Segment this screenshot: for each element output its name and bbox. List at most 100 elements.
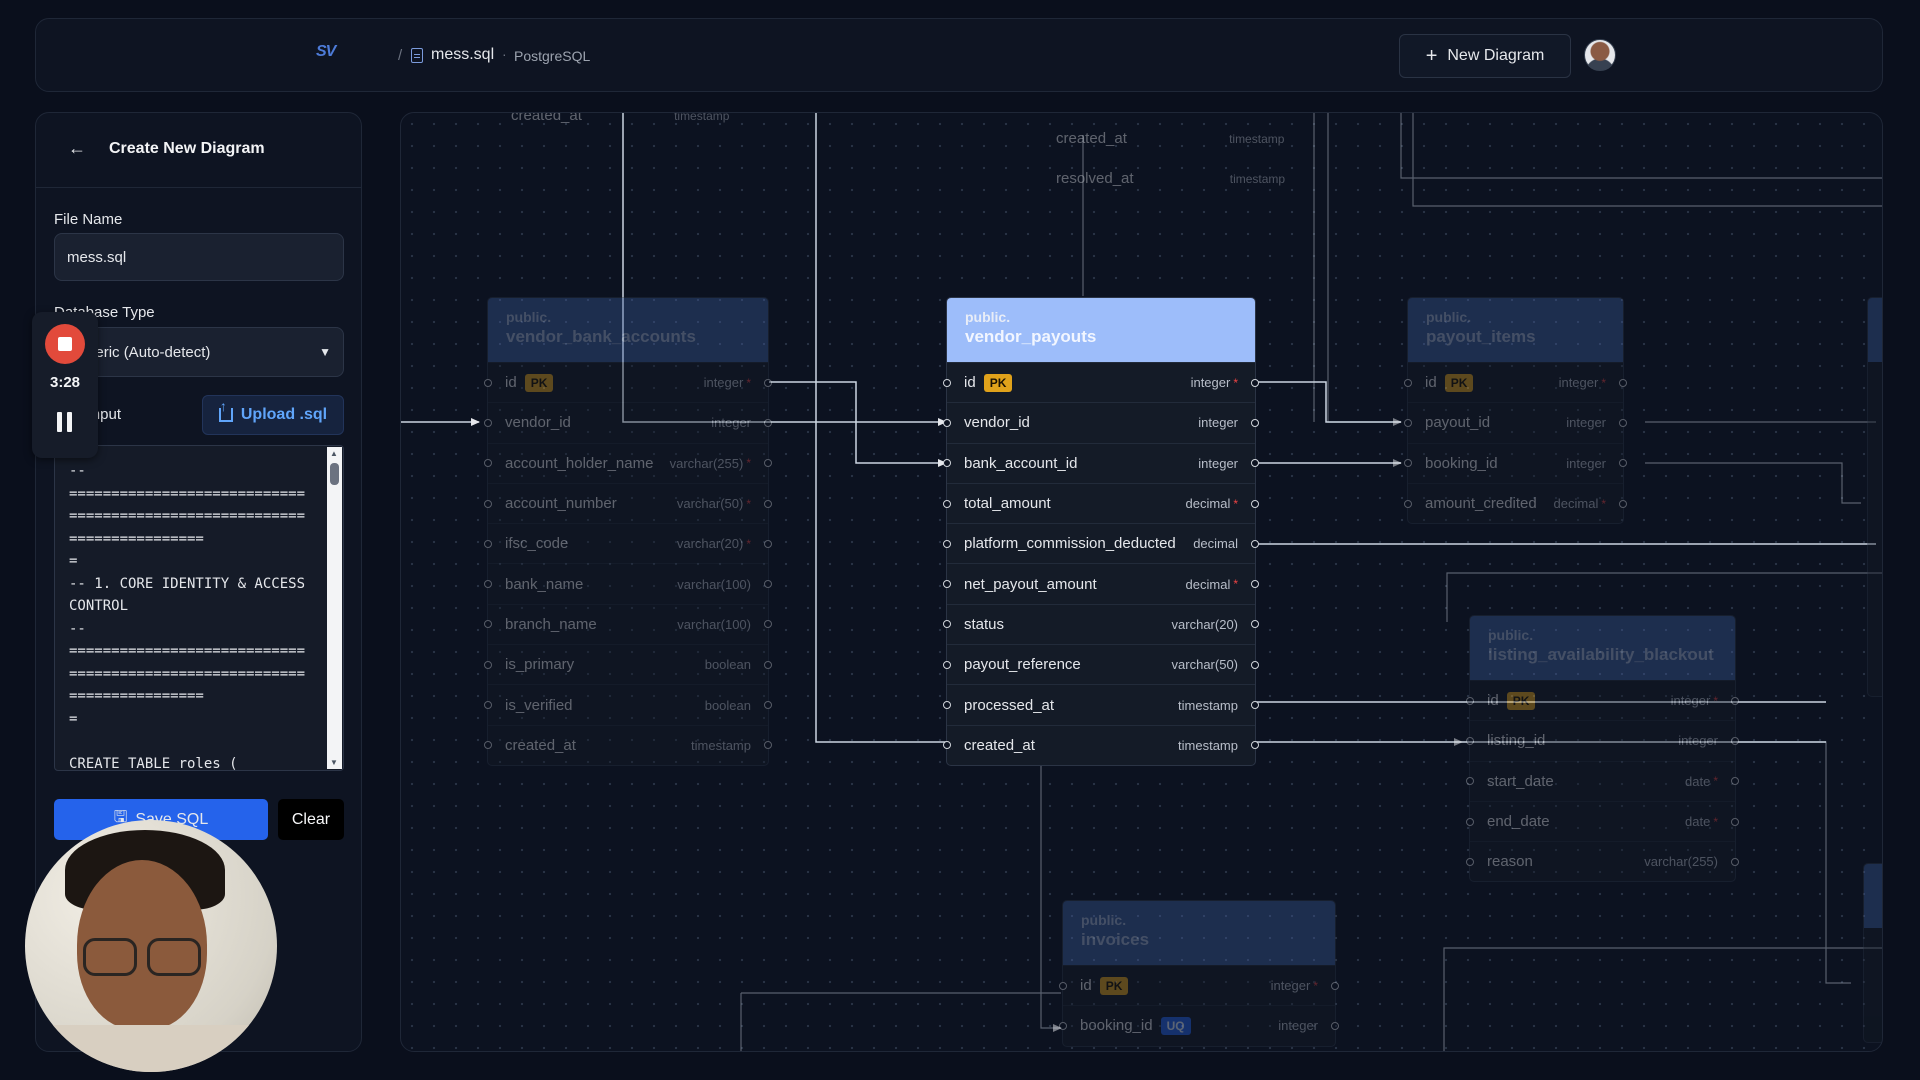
connection-handle-right[interactable] [1619,418,1627,427]
connection-handle-right[interactable] [1251,418,1259,427]
clear-button[interactable]: Clear [278,799,344,840]
user-avatar[interactable] [1584,39,1616,71]
connection-handle-left[interactable] [1404,418,1412,427]
connection-handle-left[interactable] [943,378,951,387]
connection-handle-left[interactable] [484,620,492,629]
connection-handle-right[interactable] [1731,777,1739,786]
connection-handle-right[interactable] [764,378,772,387]
connection-handle-right[interactable] [1331,1021,1339,1030]
table-header[interactable]: public. vendor_payouts [947,298,1255,362]
table-header[interactable] [1864,864,1882,928]
connection-handle-right[interactable] [1731,857,1739,866]
table-header[interactable] [1868,298,1882,362]
pause-icon[interactable] [57,412,73,432]
connection-handle-left[interactable] [1059,981,1067,990]
connection-handle-right[interactable] [1251,539,1259,548]
connection-handle-right[interactable] [1251,499,1259,508]
table-header[interactable]: public. listing_availability_blackout [1470,616,1735,680]
scroll-up-icon[interactable]: ▲ [330,449,338,458]
connection-handle-right[interactable] [764,459,772,468]
back-arrow-icon[interactable]: ← [68,138,86,158]
connection-handle-right[interactable] [1731,817,1739,826]
connection-handle-left[interactable] [484,459,492,468]
connection-handle-left[interactable] [484,701,492,710]
connection-handle-right[interactable] [1251,741,1259,750]
app-logo[interactable]: SV [316,43,336,60]
connection-handle-right[interactable] [764,741,772,750]
table-header[interactable]: public. invoices [1063,901,1335,965]
connection-handle-left[interactable] [943,620,951,629]
connection-handle-right[interactable] [764,580,772,589]
breadcrumb-file-name[interactable]: mess.sql [431,46,495,63]
connection-handle-left[interactable] [1466,696,1474,705]
sql-textarea[interactable]: -- =====================================… [54,445,344,771]
connection-handle-left[interactable] [943,499,951,508]
connection-handle-left[interactable] [943,580,951,589]
connection-handle-right[interactable] [1251,459,1259,468]
connection-handle-left[interactable] [484,418,492,427]
connection-handle-left[interactable] [484,660,492,669]
connection-handle-right[interactable] [1251,701,1259,710]
connection-handle-right[interactable] [1251,580,1259,589]
connection-handle-right[interactable] [1619,499,1627,508]
connection-handle-left[interactable] [943,459,951,468]
connection-handle-right[interactable] [764,418,772,427]
connection-handle-left[interactable] [1059,1021,1067,1030]
connection-handle-left[interactable] [1404,459,1412,468]
table-listing-availability-blackout[interactable]: public. listing_availability_blackout id… [1466,615,1739,883]
connection-handle-right[interactable] [764,539,772,548]
connection-handle-left[interactable] [484,580,492,589]
connection-handle-left[interactable] [1404,378,1412,387]
connection-handle-left[interactable] [484,741,492,750]
connection-handle-right[interactable] [764,620,772,629]
file-name-input[interactable]: mess.sql [54,233,344,281]
table-offscreen-right-lower[interactable] [1863,863,1882,1043]
connection-handle-right[interactable] [1251,620,1259,629]
connection-handle-left[interactable] [943,418,951,427]
connection-handle-left[interactable] [943,539,951,548]
table-header[interactable]: public. payout_items [1408,298,1623,362]
db-type-select[interactable]: Generic (Auto-detect) ▼ [54,327,344,377]
connection-handle-right[interactable] [1619,378,1627,387]
connection-handle-left[interactable] [943,660,951,669]
scrollbar-thumb[interactable] [330,463,339,485]
connection-handle-left[interactable] [1466,736,1474,745]
connection-handle-right[interactable] [764,701,772,710]
connection-handle-left[interactable] [1466,817,1474,826]
connection-handle-left[interactable] [484,499,492,508]
connection-handle-left[interactable] [1466,777,1474,786]
connection-handle-right[interactable] [1619,459,1627,468]
